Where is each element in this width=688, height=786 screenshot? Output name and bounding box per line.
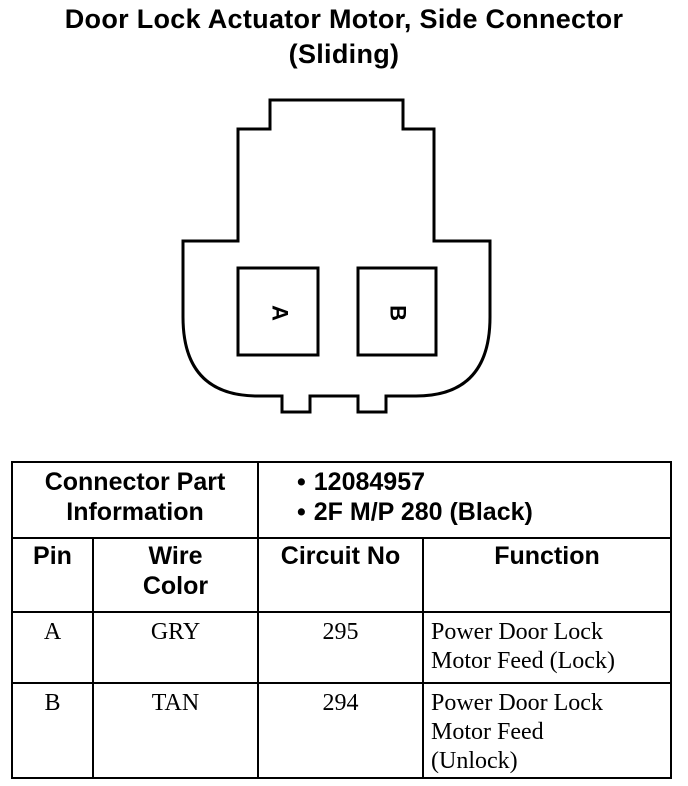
table-row: B TAN 294 Power Door Lock Motor Feed (Un…	[11, 682, 673, 779]
pin-cell: B	[11, 682, 94, 779]
header-wire-color-line1: Wire	[148, 542, 203, 570]
function-line: Motor Feed	[431, 719, 544, 745]
function-cell: Power Door Lock Motor Feed (Lock)	[421, 611, 673, 684]
header-circuit-no-label: Circuit No	[280, 542, 401, 570]
table-row: A GRY 295 Power Door Lock Motor Feed (Lo…	[11, 611, 673, 684]
function-line: Power Door Lock	[431, 690, 603, 716]
function-cell: Power Door Lock Motor Feed (Unlock)	[421, 682, 673, 779]
pin-cell: A	[11, 611, 94, 684]
part-info-label-line1: Connector Part	[44, 468, 226, 496]
circuit-cell: 295	[257, 611, 424, 684]
diagram-title: Door Lock Actuator Motor, Side Connector	[64, 4, 624, 34]
part-description: 2F M/P 280 (Black)	[297, 497, 670, 527]
connector-outline	[181, 98, 492, 414]
function-line: (Unlock)	[431, 748, 518, 774]
wire-color-cell: TAN	[92, 682, 259, 779]
header-function: Function	[421, 537, 673, 613]
wire-color-cell: GRY	[92, 611, 259, 684]
function-line: Power Door Lock	[431, 619, 603, 645]
part-info-label-cell: Connector Part Information	[11, 461, 259, 539]
connector-info-table: Connector Part Information 12084957 2F M…	[11, 461, 673, 779]
part-info-values-cell: 12084957 2F M/P 280 (Black)	[256, 461, 673, 539]
part-number: 12084957	[297, 467, 670, 497]
header-circuit-no: Circuit No	[257, 537, 424, 613]
cavity-b	[356, 266, 438, 357]
cavity-b-label: B	[386, 305, 411, 321]
diagram-subtitle: (Sliding)	[288, 39, 400, 69]
circuit-cell: 294	[257, 682, 424, 779]
header-function-label: Function	[494, 542, 600, 570]
header-wire-color: Wire Color	[92, 537, 259, 613]
header-pin-label: Pin	[33, 542, 72, 570]
cavity-a	[236, 266, 320, 357]
cavity-a-label: A	[268, 305, 293, 321]
part-info-label-line2: Information	[66, 498, 204, 526]
header-pin: Pin	[11, 537, 94, 613]
function-line: Motor Feed (Lock)	[431, 648, 615, 674]
column-header-row: Pin Wire Color Circuit No Function	[11, 537, 673, 613]
connector-diagram: A B	[181, 98, 492, 414]
header-wire-color-line2: Color	[142, 572, 209, 600]
part-info-row: Connector Part Information 12084957 2F M…	[11, 461, 673, 539]
